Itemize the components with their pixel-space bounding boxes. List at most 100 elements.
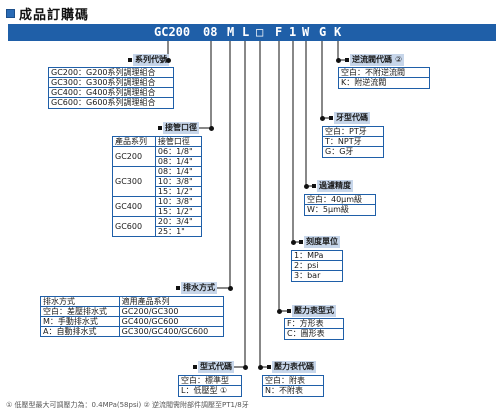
wire-thread — [321, 41, 330, 119]
gauge-type-row: C：圓形表 — [287, 329, 325, 338]
gauge-type-label: 壓力表型式 — [292, 305, 336, 317]
scale-unit-box: 1：MPa 2：psi 3：bar — [291, 250, 343, 282]
scale-unit-dot — [291, 240, 296, 245]
drain-series-cell: GC400/GC600 — [118, 316, 225, 327]
section-title: 成品訂購碼 — [6, 4, 89, 23]
scale-unit-marker — [299, 240, 303, 244]
thread-row: G：G牙 — [325, 147, 354, 156]
port-size-series: GC400 — [112, 196, 156, 217]
port-size-label: 接管口徑 — [163, 122, 199, 134]
code-model: GC200 — [154, 25, 191, 39]
port-size-value: 15：1/2" — [154, 206, 203, 217]
drain-dot — [228, 286, 233, 291]
port-size-value: 06：1/8" — [154, 146, 203, 157]
model-type-marker — [193, 365, 197, 369]
wire-gauge-code — [259, 41, 268, 368]
port-size-value: 08：1/4" — [154, 156, 203, 167]
port-size-value: 20：3/4" — [154, 216, 203, 227]
port-size-series: GC600 — [112, 216, 156, 237]
thread-label: 牙型代碼 — [334, 112, 370, 124]
scale-unit-row: 3：bar — [294, 271, 321, 280]
gauge-type-row: F：方形表 — [285, 319, 343, 329]
model-type-row: L：低壓型 ① — [181, 386, 228, 395]
drain-header: 適用產品系列 — [118, 296, 225, 307]
gauge-type-box: F：方形表 C：圓形表 — [284, 318, 344, 340]
model-type-dot — [243, 365, 248, 370]
drain-type-cell: 空白：差壓排水式 — [40, 306, 120, 317]
code-thread: G — [319, 25, 327, 39]
code-filter: W — [302, 25, 310, 39]
thread-dot — [320, 116, 325, 121]
thread-row: 空白：PT牙 — [323, 127, 383, 137]
wire-port — [182, 41, 212, 129]
drain-header: 排水方式 — [40, 296, 120, 307]
check-valve-row: 空白：不附逆流閥 — [339, 68, 429, 78]
scale-unit-row: 1：MPa — [292, 251, 342, 261]
gauge-code-marker — [267, 365, 271, 369]
thread-box: 空白：PT牙 T：NPT牙 G：G牙 — [322, 126, 384, 158]
model-type-box: 空白：標準型 L：低壓型 ① — [178, 375, 242, 397]
code-port: 08 — [203, 25, 218, 39]
port-size-header: 接管口徑 — [154, 136, 203, 147]
filter-label: 過濾精度 — [317, 180, 353, 192]
code-check-valve: K — [334, 25, 342, 39]
scale-unit-row: 2：psi — [292, 261, 342, 271]
model-type-row: 空白：標準型 — [179, 376, 241, 386]
port-size-value: 10：3/8" — [154, 176, 203, 187]
check-valve-dot — [336, 58, 341, 63]
check-valve-marker — [345, 58, 349, 62]
drain-type-cell: M：手動排水式 — [40, 316, 120, 327]
filter-dot — [304, 184, 309, 189]
wire-filter — [305, 41, 313, 187]
check-valve-label-text: 逆流閥代碼 — [352, 55, 392, 64]
port-size-marker — [158, 126, 162, 130]
wire-gauge-type — [278, 41, 288, 312]
series-row: GC400：G400系列調理組合 — [49, 88, 173, 98]
filter-row: W：5μm級 — [307, 205, 349, 214]
port-size-value: 08：1/4" — [154, 166, 203, 177]
drain-marker — [176, 286, 180, 290]
gauge-code-box: 空白：附表 N：不附表 — [262, 375, 324, 397]
filter-row: 空白：40μm級 — [305, 195, 375, 205]
filter-box: 空白：40μm級 W：5μm級 — [304, 194, 376, 216]
drain-type-cell: A：自動排水式 — [40, 326, 120, 337]
footnote: ① 低壓型最大可調壓力為：0.4MPa(58psi) ② 逆流閥需附部件調壓至P… — [6, 401, 249, 409]
series-row: GC200：G200系列調理組合 — [49, 68, 173, 78]
series-label: 系列代號 — [133, 54, 169, 66]
wire-scale — [292, 41, 300, 243]
thread-marker — [329, 116, 333, 120]
gauge-code-row: 空白：附表 — [263, 376, 323, 386]
wire-type — [232, 41, 246, 368]
gauge-code-dot — [258, 365, 263, 370]
port-size-value: 25：1" — [154, 226, 203, 237]
thread-row: T：NPT牙 — [323, 137, 383, 147]
gauge-code-label: 壓力表代碼 — [272, 361, 316, 373]
gauge-code-row: N：不附表 — [265, 386, 303, 395]
drain-series-cell: GC200/GC300 — [118, 306, 225, 317]
order-code-bar — [8, 24, 496, 41]
port-size-dot — [209, 126, 214, 131]
port-size-value: 15：1/2" — [154, 186, 203, 197]
drain-series-cell: GC300/GC400/GC600 — [118, 326, 225, 337]
series-row: GC300：G300系列調理組合 — [49, 78, 173, 88]
title-text: 成品訂購碼 — [19, 8, 90, 23]
code-type: L — [242, 25, 250, 39]
series-row: GC600：G600系列調理組合 — [51, 98, 156, 107]
series-marker — [128, 58, 132, 62]
code-scale: 1 — [289, 25, 297, 39]
drain-table: 排水方式 適用產品系列 空白：差壓排水式 GC200/GC300 M：手動排水式… — [40, 296, 225, 337]
check-valve-row: K：附逆流閥 — [341, 78, 387, 87]
code-gauge: □ — [256, 25, 264, 39]
check-valve-box: 空白：不附逆流閥 K：附逆流閥 — [338, 67, 430, 89]
title-square-icon — [6, 9, 15, 18]
series-dot — [166, 58, 171, 63]
port-size-header: 產品系列 — [112, 136, 156, 147]
port-size-series: GC300 — [112, 166, 156, 197]
wire-drain — [215, 41, 231, 289]
gauge-type-marker — [287, 309, 291, 313]
code-gauge-type: F — [275, 25, 283, 39]
port-size-series: GC200 — [112, 146, 156, 167]
model-type-label: 型式代碼 — [198, 361, 234, 373]
